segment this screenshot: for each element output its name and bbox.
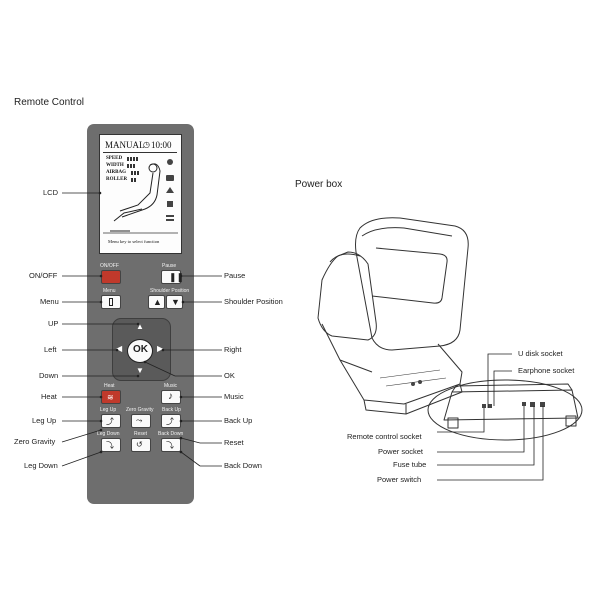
- callout-earphone-socket: Earphone socket: [518, 366, 575, 375]
- back-down-button[interactable]: ⤵: [161, 438, 181, 452]
- callout-down: Down: [39, 371, 59, 380]
- heat-icon: ≋: [107, 393, 114, 402]
- reset-icon: ↺: [136, 440, 143, 449]
- callout-power-switch: Power switch: [377, 475, 422, 484]
- callout-leg-down: Leg Down: [24, 461, 58, 470]
- callout-right: Right: [224, 345, 242, 354]
- leg-up-button-label: Leg Up: [100, 407, 117, 413]
- arrow-up-icon: ▲: [153, 297, 162, 307]
- leg-down-icon: ⤵: [106, 441, 114, 450]
- callout-reset: Reset: [224, 438, 244, 447]
- left-button[interactable]: ◀: [116, 344, 123, 353]
- down-button[interactable]: ▼: [136, 366, 144, 375]
- reset-button[interactable]: ↺: [131, 438, 151, 452]
- menu-button-label: Menu: [103, 288, 116, 294]
- leg-down-button-label: Leg Down: [97, 431, 120, 437]
- arrow-down-icon: ▼: [171, 297, 180, 307]
- power-box-title: Power box: [295, 179, 343, 190]
- callout-remote-control-socket: Remote control socket: [347, 432, 422, 441]
- lcd-hint: Menu key to select function: [108, 239, 160, 244]
- callout-menu: Menu: [40, 297, 59, 306]
- pause-icon: ❚❚: [169, 272, 185, 282]
- lcd-illustration: [103, 157, 178, 234]
- on-off-button-label: ON/OFF: [100, 263, 119, 269]
- callout-zero-gravity: Zero Gravity: [14, 437, 56, 446]
- zero-gravity-icon: ⤳: [136, 416, 143, 425]
- back-up-icon: ⤴: [166, 417, 174, 426]
- music-icon: ♪: [168, 391, 173, 402]
- callout-leg-up: Leg Up: [32, 416, 57, 425]
- chair-back: [355, 217, 469, 351]
- zero-gravity-button[interactable]: ⤳: [131, 414, 151, 428]
- leg-up-icon: ⤴: [106, 417, 114, 426]
- callout-left: Left: [44, 345, 57, 354]
- chair-base: [339, 343, 463, 405]
- lcd-divider: [103, 152, 177, 153]
- callout-pause: Pause: [224, 271, 246, 280]
- back-up-button[interactable]: ⤴: [161, 414, 181, 428]
- menu-icon: [109, 298, 113, 306]
- clock-icon: ◷: [143, 140, 150, 149]
- magnifier-ellipse: [427, 379, 583, 441]
- remote-control-title: Remote Control: [14, 97, 85, 108]
- lcd-row-speed: SPEED: [106, 156, 123, 161]
- callout-up: UP: [48, 319, 59, 328]
- back-down-button-label: Back Down: [158, 431, 184, 437]
- music-button-label: Music: [164, 383, 178, 389]
- callout-heat: Heat: [41, 392, 57, 401]
- callout-music: Music: [224, 392, 244, 401]
- lcd-time: 10:00: [151, 140, 172, 150]
- callout-u-disk-socket: U disk socket: [518, 349, 563, 358]
- chair-headrest: [371, 247, 448, 304]
- right-button[interactable]: ▶: [157, 344, 164, 353]
- callout-ok: OK: [224, 371, 235, 380]
- back-up-button-label: Back Up: [162, 407, 181, 413]
- heat-button-label: Heat: [104, 383, 115, 389]
- ok-button[interactable]: OK: [127, 339, 153, 363]
- pause-button-label: Pause: [162, 263, 177, 269]
- callout-power-socket: Power socket: [378, 447, 424, 456]
- reset-button-label: Reset: [134, 431, 148, 437]
- callout-shoulder-position: Shoulder Position: [224, 297, 283, 306]
- callout-fuse-tube: Fuse tube: [393, 460, 427, 469]
- callout-back-up: Back Up: [224, 416, 253, 425]
- callout-lcd: LCD: [43, 188, 59, 197]
- lcd-row-airbag: AIRBAG: [106, 170, 127, 175]
- lcd-row-width: WIDTH: [106, 163, 124, 168]
- zero-gravity-button-label: Zero Gravity: [126, 407, 154, 413]
- shoulder-up-button[interactable]: ▲: [148, 295, 165, 309]
- up-button[interactable]: ▲: [136, 322, 144, 331]
- lcd-mode: MANUAL: [105, 140, 145, 150]
- chair-side-wing: [317, 251, 377, 341]
- lcd-row-roller: ROLLER: [106, 177, 128, 182]
- callout-back-down: Back Down: [224, 461, 262, 470]
- back-down-icon: ⤵: [166, 441, 174, 450]
- leg-down-button[interactable]: ⤵: [101, 438, 121, 452]
- lcd-screen: MANUAL ◷ 10:00 SPEED WIDTH AIRBAG ROLLER: [99, 134, 182, 254]
- heat-button[interactable]: ≋: [101, 390, 121, 404]
- shoulder-position-button-label: Shoulder Position: [150, 288, 190, 294]
- shoulder-down-button[interactable]: ▼: [166, 295, 183, 309]
- zoomed-panel: [443, 389, 579, 421]
- ok-button-label: OK: [133, 344, 148, 355]
- callout-on-off: ON/OFF: [29, 271, 58, 280]
